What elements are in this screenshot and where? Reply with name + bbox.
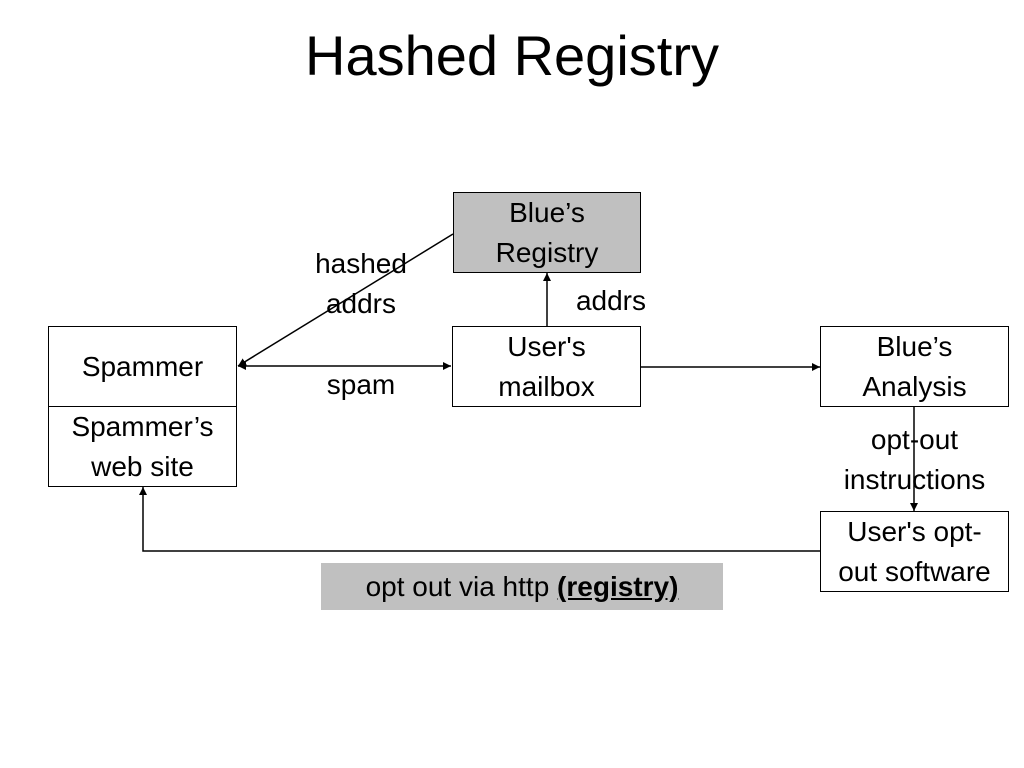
spam-label: spam: [326, 369, 396, 400]
users-opt-out-software-label: User's opt- out software: [838, 515, 991, 587]
users-opt-out-software-box: User's opt- out software: [820, 511, 1009, 592]
slide-title: Hashed Registry: [305, 24, 719, 87]
opt-out-via-http-text: opt out via http: [365, 570, 558, 602]
registry-emphasis: (registry): [557, 570, 679, 602]
blues-registry-box: Blue’s Registry: [453, 192, 641, 273]
hashed-addrs-arrow: [237, 233, 454, 367]
opt-out-via-http-note: opt out via http (registry): [321, 563, 723, 610]
spammers-web-site-label: Spammer’s web site: [71, 410, 214, 482]
blues-registry-label: Blue’s Registry: [495, 196, 599, 268]
blues-analysis-box: Blue’s Analysis: [820, 326, 1009, 407]
spammer-box: Spammer: [48, 326, 237, 407]
users-mailbox-box: User's mailbox: [452, 326, 641, 407]
blues-analysis-label: Blue’s Analysis: [862, 330, 967, 402]
spammers-web-site-box: Spammer’s web site: [48, 406, 237, 487]
spammer-label: Spammer: [81, 350, 204, 382]
opt-out-instructions-label: opt-out instructions: [843, 424, 986, 495]
hashed-addrs-label: hashed addrs: [315, 248, 407, 319]
users-mailbox-label: User's mailbox: [498, 330, 595, 402]
addrs-label: addrs: [575, 285, 647, 316]
opt-out-via-http-arrow: [139, 487, 820, 552]
